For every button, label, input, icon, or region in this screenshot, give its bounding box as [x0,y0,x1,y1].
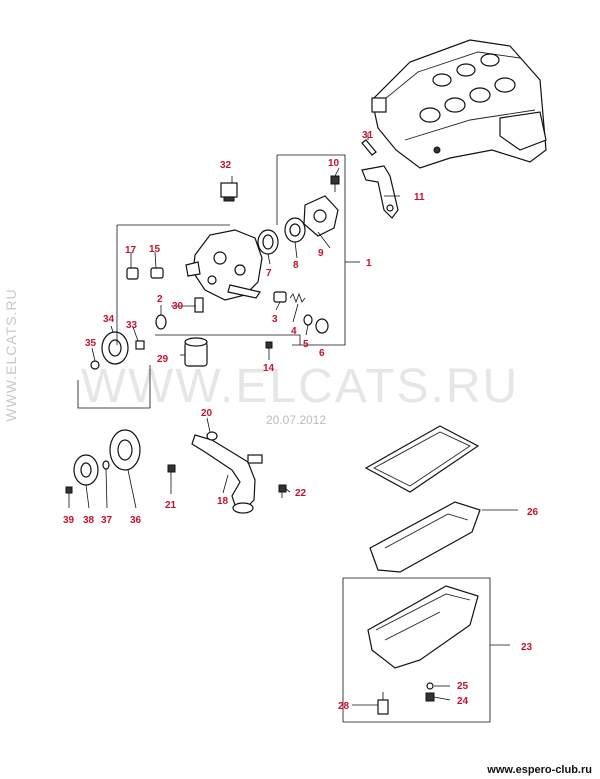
label-part-31: 31 [362,130,374,141]
part-37-washer [102,460,110,470]
part-14-bolt [265,341,273,354]
label-part-36: 36 [130,515,142,526]
label-part-20: 20 [201,408,213,419]
part-23-oil-pan [367,585,479,669]
part-5-washer [303,314,313,326]
part-32-sensor [220,182,238,202]
label-part-5: 5 [303,339,309,350]
group-brackets [77,154,518,723]
label-part-39: 39 [63,515,75,526]
label-part-28: 28 [338,701,350,712]
part-34-sprocket [101,331,129,365]
part-22-bolt [278,484,287,498]
part-labels: 1 2 3 4 5 6 7 8 9 10 11 14 15 17 18 20 2… [63,130,539,712]
label-part-21: 21 [165,500,177,511]
part-3-valve [273,291,287,303]
label-part-4: 4 [291,326,297,337]
part-8-sprocket [284,217,306,243]
label-part-15: 15 [149,244,161,255]
label-part-6: 6 [319,348,325,359]
part-9-cover-plate [303,195,339,237]
label-part-11: 11 [414,192,425,203]
label-part-35: 35 [85,338,97,349]
label-part-24: 24 [457,696,469,707]
label-part-22: 22 [295,488,307,499]
part-11-bracket [361,165,399,219]
label-part-25: 25 [457,681,469,692]
label-part-3: 3 [272,314,278,325]
part-38-damper [73,454,99,486]
label-part-2: 2 [157,294,163,305]
footer-url: www.espero-club.ru [486,764,592,776]
label-part-23: 23 [521,642,533,653]
label-part-18: 18 [217,496,229,507]
label-part-32: 32 [220,160,232,171]
label-part-10: 10 [328,158,340,169]
part-33-key [135,340,145,350]
oil-pump-housing [185,229,263,301]
engine-block [371,39,547,169]
part-18-oil-pickup [191,434,263,514]
part-7-oil-seal [257,229,279,255]
label-part-7: 7 [266,268,272,279]
part-21-bolt [167,464,176,480]
part-20-gasket [206,431,218,441]
label-part-29: 29 [157,354,169,365]
oil-pan-baffle [369,501,481,573]
part-39-bolt [65,486,73,500]
label-part-37: 37 [101,515,113,526]
label-part-34: 34 [103,314,115,325]
label-part-26: 26 [527,507,539,518]
label-part-38: 38 [83,515,95,526]
part-10-bolt [330,175,340,192]
part-15-plug [150,267,164,279]
part-36-pulley [109,429,141,471]
part-24-bolt [425,692,435,702]
part-6-plug [315,318,329,334]
part-4-spring [289,292,306,304]
watermark-main: WWW.ELCATS.RU [81,360,519,413]
label-part-8: 8 [293,260,299,271]
part-26-oil-pan-gasket [364,425,480,493]
part-35-bolt [90,360,100,370]
watermark-side: WWW.ELCATS.RU [3,288,19,421]
label-part-1: 1 [366,258,372,269]
label-part-33: 33 [126,320,138,331]
label-part-9: 9 [318,248,324,259]
label-part-30: 30 [172,301,184,312]
part-17-cap [126,267,139,280]
part-31-pin [361,139,377,156]
part-2-seal [155,314,167,330]
watermark-date: 20.07.2012 [266,413,326,427]
part-28-drain-plug [377,692,389,715]
part-30-fitting [194,297,204,313]
part-25-washer [426,682,434,690]
label-part-14: 14 [263,363,275,374]
part-29-oil-filter [184,337,208,367]
label-part-17: 17 [125,245,137,256]
leader-lines [68,133,451,706]
